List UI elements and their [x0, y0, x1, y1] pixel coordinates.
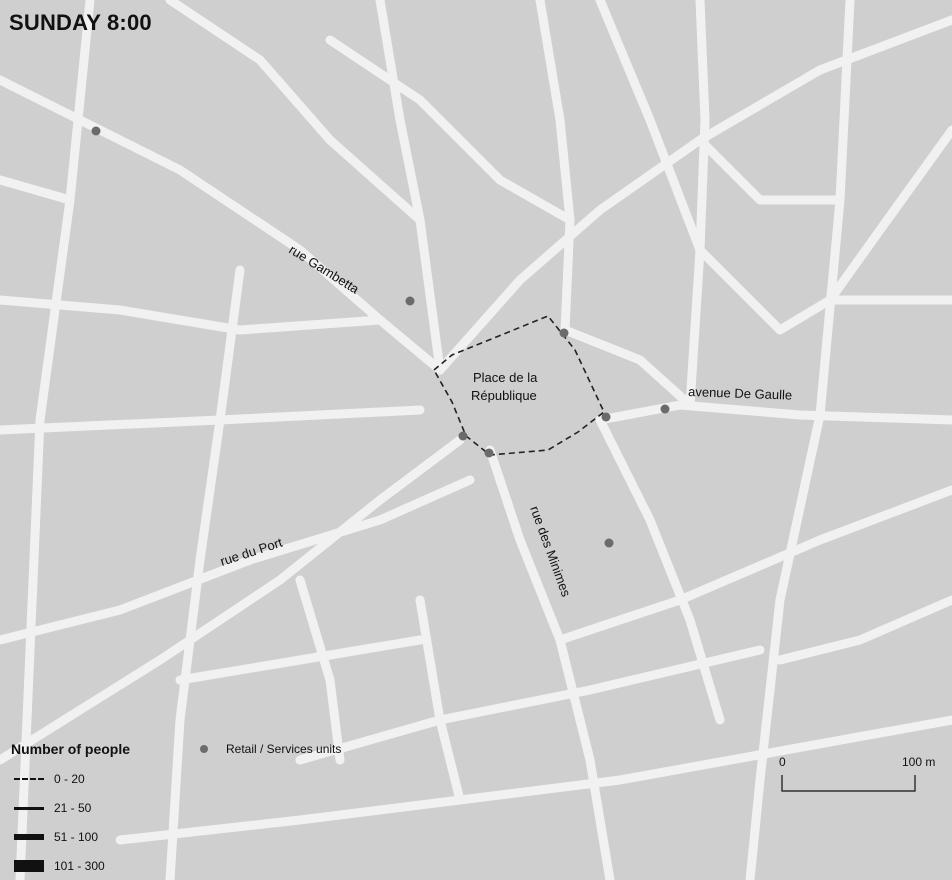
street-rue-c	[595, 415, 725, 725]
map-title: SUNDAY 8:00	[9, 10, 152, 35]
legend-class-label: 21 - 50	[54, 801, 92, 815]
street-rue-b	[0, 405, 425, 435]
street-rue-g	[325, 35, 575, 225]
retail-dot	[405, 296, 415, 306]
retail-dot	[604, 538, 614, 548]
street-east-b	[745, 0, 855, 880]
label-avenue-de-gaulle: avenue De Gaulle	[688, 384, 793, 403]
legend-class-label: 51 - 100	[54, 830, 99, 844]
legend-title: Number of people	[11, 741, 131, 757]
street-rue-k	[560, 325, 695, 410]
retail-dot	[601, 412, 611, 422]
street-rue-e	[295, 645, 765, 765]
place-de-la-republique-outline	[432, 315, 605, 456]
street-diag-sw	[0, 435, 465, 765]
street-rue-p	[695, 135, 845, 205]
map-background	[0, 0, 952, 738]
street-rue-l	[0, 175, 75, 205]
street-rue-h	[165, 0, 425, 225]
street-rue-j	[695, 245, 952, 335]
street-rue-i	[595, 0, 705, 255]
street-east-c	[825, 125, 952, 305]
scale-zero-label: 0	[779, 755, 786, 769]
street-rue-d	[555, 485, 952, 645]
scale-bar-line	[781, 775, 916, 792]
retail-legend-label: Retail / Services units	[226, 742, 342, 756]
retail-dot	[660, 404, 670, 414]
legend-class-4: 101 - 300	[14, 857, 105, 875]
scale-bar: 0 100 m	[779, 755, 939, 795]
label-place-line1: Place de la	[473, 370, 538, 385]
retail-service-units	[91, 126, 670, 548]
legend-class-2: 21 - 50	[14, 799, 91, 817]
street-vertical-left	[15, 0, 95, 880]
legend-class-label: 0 - 20	[54, 772, 85, 786]
street-north	[375, 0, 445, 375]
map-background-lower	[0, 738, 952, 880]
scale-end-label: 100 m	[902, 755, 936, 769]
retail-dot	[91, 126, 101, 136]
street-rue-o	[175, 635, 425, 685]
street-rue-a	[0, 295, 385, 335]
street-diag-ne	[435, 15, 952, 375]
street-east-a	[685, 0, 710, 410]
retail-dot	[458, 431, 468, 441]
legend-class-label: 101 - 300	[54, 859, 105, 873]
retail-legend: Retail / Services units	[200, 742, 341, 756]
thin-line-swatch	[14, 806, 44, 810]
label-place-line2: République	[471, 388, 537, 403]
medium-line-swatch	[14, 834, 44, 840]
retail-dot	[484, 448, 494, 458]
dashed-line-swatch	[14, 778, 44, 780]
retail-dot-swatch	[200, 745, 208, 753]
thick-line-swatch	[14, 860, 44, 872]
retail-dot	[559, 328, 569, 338]
street-rue-m	[415, 595, 465, 805]
street-rue-gambetta	[0, 75, 445, 375]
street-center-n	[535, 0, 575, 335]
street-avenue-de-gaulle	[595, 400, 952, 425]
street-rue-n	[295, 575, 345, 765]
street-vertical-mid	[165, 265, 245, 880]
street-rue-q	[775, 595, 952, 665]
legend-class-1: 0 - 20	[14, 770, 85, 788]
legend-class-3: 51 - 100	[14, 828, 98, 846]
street-rue-du-port	[0, 475, 475, 645]
